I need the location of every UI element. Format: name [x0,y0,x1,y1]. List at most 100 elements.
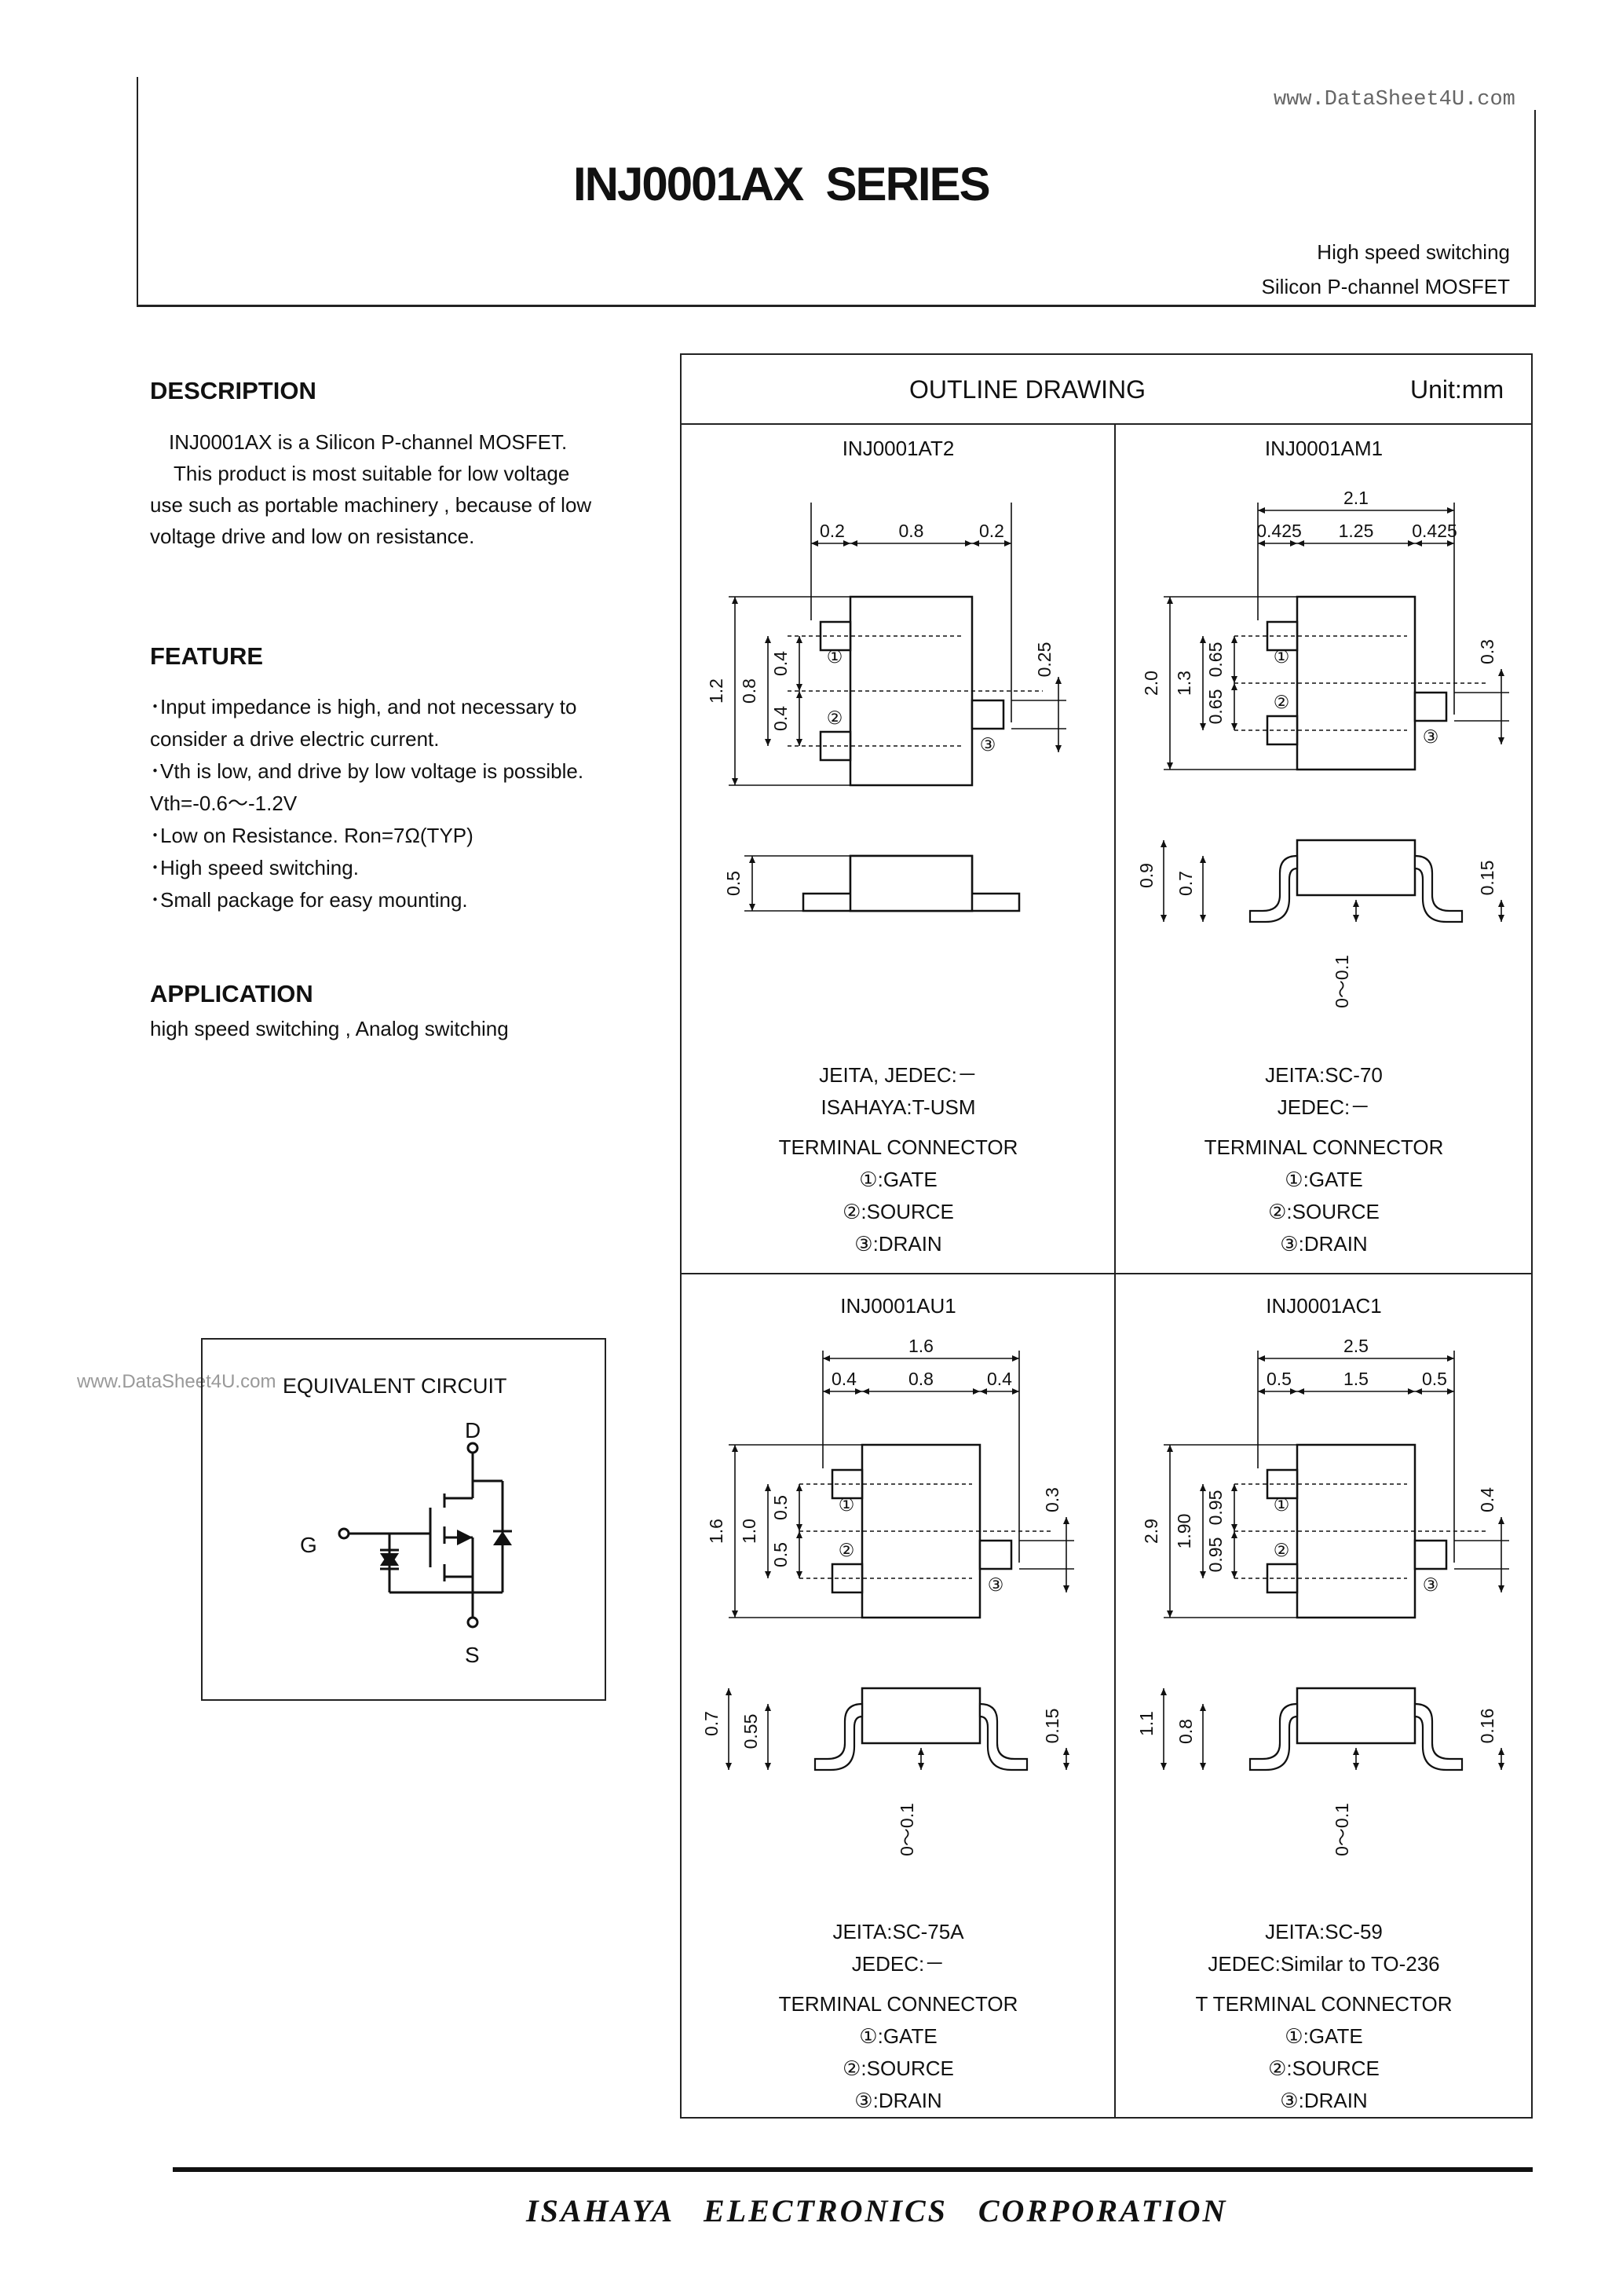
terminal-item: ③:DRAIN [1280,2089,1368,2112]
dimension-label: 0.16 [1477,1709,1497,1744]
pin-label: ② [839,1540,855,1560]
dimension-arrow [796,1531,802,1538]
dimension-arrow [1231,723,1237,730]
dimension-arrow [1408,1388,1415,1395]
feature-line: Vth=-0.6～-1.2V [150,792,298,815]
dimension-arrow [796,636,802,643]
dimension-label: 0.2 [979,521,1004,541]
dimension-arrow [1297,540,1304,547]
standard-line: JEDEC:－ [851,1952,945,1976]
terminal-item: ②:SOURCE [1268,2057,1380,2080]
dimension-arrow [765,739,771,746]
dimension-arrow [811,540,818,547]
dimension-arrow [1012,1355,1019,1362]
dimension-label: 0.7 [1175,871,1196,896]
standard-line: JEDEC:－ [1277,1095,1371,1119]
package-standards: JEITA, JEDEC:－ ISAHAYA:T-USM TERMINAL CO… [683,1059,1113,1260]
package-body [861,1443,981,1619]
lead-pin-3 [1413,1539,1448,1570]
dimension-arrow [1200,1704,1206,1711]
dimension-arrow [823,1388,830,1395]
dimension-arrow [855,1388,862,1395]
profile-lead-left [813,1702,864,1771]
dimension-arrow [1498,1748,1504,1755]
dimension-label: 0.65 [1205,689,1226,725]
dimension-arrow [823,1355,830,1362]
package-standards: JEITA:SC-75A JEDEC:－ TERMINAL CONNECTOR … [683,1916,1113,2117]
dimension-arrow [1498,900,1504,907]
dimension-label: 0.8 [1175,1719,1196,1744]
package-name: INJ0001AM1 [1264,437,1384,460]
dimension-arrow [726,1763,732,1770]
lead-pin-3 [971,699,1005,730]
dimension-label: 0.4 [770,706,791,731]
standard-line: ISAHAYA:T-USM [821,1095,976,1119]
outline-title-rule [680,423,1533,425]
dimension-arrow [1447,1388,1454,1395]
dimension-arrow [796,739,802,746]
dimension-arrow [1200,1484,1206,1491]
application-heading: APPLICATION [150,980,313,1007]
pin-label: ② [1274,1540,1290,1560]
dimension-arrow [1498,915,1504,922]
outline-unit: Unit:mm [1410,375,1504,404]
description-line: INJ0001AX is a Silicon P-channel MOSFET. [169,430,568,454]
feature-line: ･Input impedance is high, and not necess… [150,695,577,718]
dimension-label: 0.4 [832,1369,857,1389]
dimension-arrow [850,540,857,547]
terminal-g-label: G [300,1533,317,1557]
dimension-arrow [1498,1763,1504,1770]
dimension-label: 0.3 [1042,1487,1062,1512]
dimension-arrow [1167,1445,1173,1452]
pin-label: ② [827,707,843,728]
terminal-heading: TERMINAL CONNECTOR [778,1135,1018,1159]
feature-line: ･High speed switching. [150,856,359,879]
header-left-rule [137,77,138,306]
dimension-arrow [1353,1748,1359,1755]
package-name: INJ0001AT2 [842,437,955,460]
dimension-label: 0.5 [723,871,744,896]
dimension-arrow [1200,723,1206,730]
profile-body [1296,839,1416,897]
dimension-arrow [765,1484,771,1491]
dimension-label: 1.1 [1136,1711,1157,1736]
dimension-arrow [1200,1571,1206,1578]
dimension-label: 1.6 [706,1519,726,1544]
dimension-arrow [1231,1571,1237,1578]
dimension-label: 2.0 [1141,671,1161,696]
dimension-label: 1.6 [908,1336,934,1356]
dimension-arrow [980,1388,987,1395]
description-text: INJ0001AX is a Silicon P-channel MOSFET.… [150,426,665,552]
dimension-arrow [1258,507,1265,514]
dimension-label: 0.8 [908,1369,934,1389]
outline-title: OUTLINE DRAWING [909,375,1146,404]
dimension-arrow [1258,1355,1265,1362]
pin-label: ① [1274,1494,1290,1515]
dimension-arrow [1167,597,1173,604]
dimension-arrow [765,1763,771,1770]
dimension-arrow [765,1571,771,1578]
profile-lead-left [1248,1702,1299,1771]
dimension-label: 0.15 [1042,1709,1062,1744]
watermark-top: www.DataSheet4U.com [1274,88,1515,112]
terminal-d-label: D [465,1418,481,1442]
profile-lead-right [1413,854,1464,923]
dimension-arrow [862,1388,869,1395]
dimension-label: 2.5 [1343,1336,1369,1356]
dimension-label: 0.5 [1422,1369,1447,1389]
terminal-item: ③:DRAIN [854,2089,942,2112]
lead-pin-3 [978,1539,1013,1570]
profile-lead-left [1248,854,1299,923]
dimension-arrow [1231,1524,1237,1531]
package-standards: JEITA:SC-59 JEDEC:Similar to TO-236 T TE… [1117,1916,1531,2117]
dimension-arrow [732,597,738,604]
feature-heading: FEATURE [150,642,264,670]
dimension-arrow [1415,1388,1422,1395]
dimension-label: 0～0.1 [897,1803,917,1856]
dimension-label: 0.95 [1205,1490,1226,1526]
dimension-label: 0.4 [770,651,791,676]
dimension-arrow [1447,540,1454,547]
